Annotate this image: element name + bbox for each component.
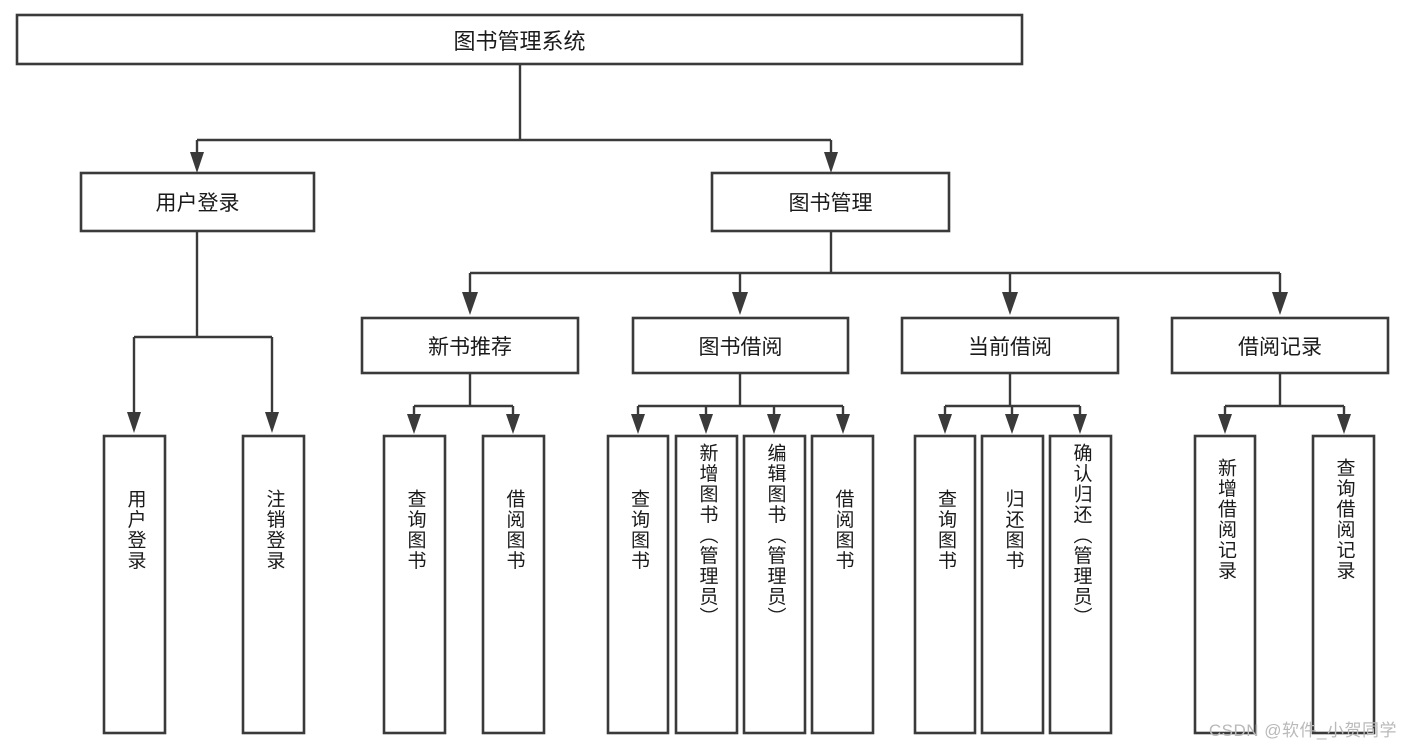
node-book-borrow[interactable] [631, 316, 850, 375]
leaf-box-bb-borrow-book[interactable] [810, 434, 875, 735]
leaf-box-logout[interactable] [241, 434, 306, 735]
leaf-box-nb-borrow-book[interactable] [481, 434, 546, 735]
leaf-box-bb-add-book[interactable] [674, 434, 739, 735]
arrowhead-bb-leaf3 [767, 414, 781, 434]
arrowhead-bb-leaf1 [631, 414, 645, 434]
arrowhead-cb-leaf1 [938, 414, 952, 434]
leaf-box-bb-query-book[interactable] [606, 434, 670, 735]
leaf-box-cb-query-book[interactable] [913, 434, 977, 735]
node-borrow-record[interactable] [1170, 316, 1390, 375]
node-current-borrow[interactable] [900, 316, 1120, 375]
arrowhead-new-book-recommend [462, 292, 478, 315]
leaf-box-user-login[interactable] [102, 434, 167, 735]
arrowhead-bb-leaf4 [836, 414, 850, 434]
node-root-book-management-system[interactable] [15, 13, 1024, 66]
arrowhead-nb-leaf2 [506, 414, 520, 434]
arrowhead-user-login [190, 152, 204, 173]
leaf-box-bb-edit-book[interactable] [742, 434, 807, 735]
arrowhead-borrow-record [1272, 292, 1288, 315]
node-book-management[interactable] [710, 171, 951, 233]
leaf-box-nb-query-book[interactable] [382, 434, 447, 735]
leaf-box-br-query-record[interactable] [1311, 434, 1376, 735]
arrowhead-cb-leaf2 [1005, 414, 1019, 434]
arrowhead-nb-leaf1 [407, 414, 421, 434]
leaf-box-br-add-record[interactable] [1193, 434, 1257, 735]
arrowhead-current-borrow [1002, 292, 1018, 315]
arrowhead-br-leaf2 [1337, 414, 1351, 434]
arrowhead-cb-leaf3 [1073, 414, 1087, 434]
node-user-login[interactable] [79, 171, 316, 233]
watermark: CSDN @软件_小贺同学 [1208, 721, 1397, 740]
node-new-book-recommend[interactable] [360, 316, 580, 375]
arrowhead-book-borrow [732, 292, 748, 315]
arrowhead-leaf-user-login [127, 412, 141, 433]
arrowhead-br-leaf1 [1218, 414, 1232, 434]
arrowhead-bb-leaf2 [699, 414, 713, 434]
leaf-box-cb-confirm-return[interactable] [1048, 434, 1113, 735]
leaf-box-cb-return-book[interactable] [980, 434, 1045, 735]
arrowhead-leaf-logout [265, 412, 279, 433]
arrowhead-book-management [824, 152, 838, 173]
